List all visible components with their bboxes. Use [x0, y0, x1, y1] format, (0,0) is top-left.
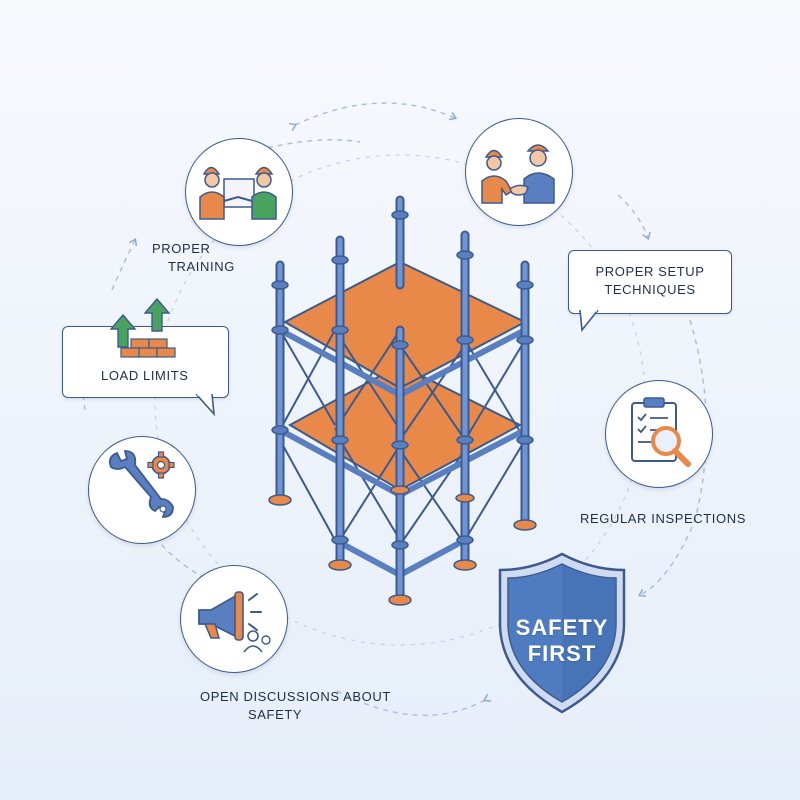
tools-circle	[88, 436, 196, 544]
discussion-circle	[180, 565, 288, 673]
clipboard-inspection-icon	[631, 397, 691, 467]
bubble-tail	[579, 310, 599, 332]
training-circle	[185, 138, 293, 246]
scaffolding-icon	[268, 195, 537, 606]
safety-shield-icon	[498, 552, 626, 714]
handshake-icon	[481, 144, 555, 204]
proper-setup-line-1: PROPER SETUP	[595, 264, 705, 279]
megaphone-icon	[198, 591, 271, 653]
open-discussions-label: OPEN DISCUSSIONS ABOUT SAFETY	[200, 689, 391, 722]
proper-setup-bubble: PROPER SETUP TECHNIQUES	[568, 250, 732, 314]
handshake-circle	[465, 118, 573, 226]
load-limits-label: LOAD LIMITS	[101, 368, 189, 383]
load-limits-bubble: LOAD LIMITS	[62, 297, 229, 398]
bricks-arrows-icon	[109, 297, 176, 358]
bubble-tail	[195, 394, 216, 416]
proper-training-label: PROPER TRAINING	[152, 241, 235, 274]
regular-inspections-label: REGULAR INSPECTIONS	[580, 511, 746, 526]
inspection-circle	[605, 380, 713, 488]
workers-training-icon	[199, 166, 277, 220]
wrench-gear-icon	[108, 450, 175, 518]
safety-first-label: SAFETY FIRST	[515, 615, 609, 666]
proper-setup-line-2: TECHNIQUES	[604, 282, 696, 297]
